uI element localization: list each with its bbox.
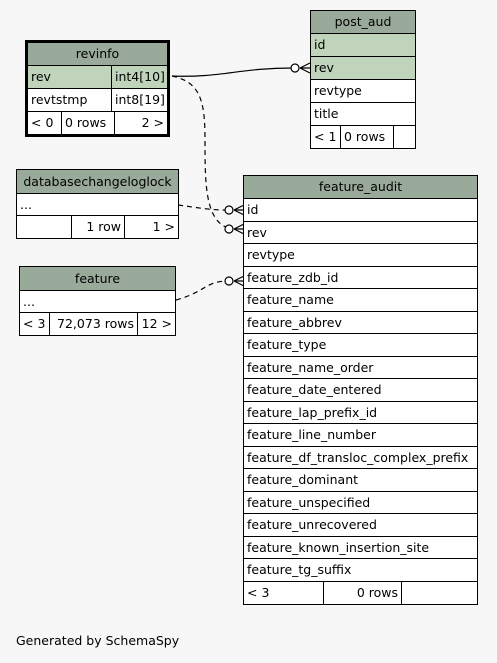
table-footer: 1 row 1 > <box>17 216 178 238</box>
column-row-revtstmp[interactable]: revtstmp int8[19] <box>28 89 167 112</box>
rel-feature-feature-audit <box>175 280 227 301</box>
column-row-id[interactable]: id <box>311 34 415 57</box>
column-row[interactable]: revtype <box>244 244 477 267</box>
table-header: post_aud <box>311 11 415 34</box>
footer-parents <box>17 216 72 238</box>
footer-parents: < 0 <box>28 112 62 134</box>
table-header: feature <box>20 267 175 291</box>
column-row[interactable]: feature_type <box>244 334 477 357</box>
table-header: databasechangeloglock <box>17 170 178 194</box>
column-row[interactable]: feature_dominant <box>244 469 477 492</box>
table-databasechangeloglock[interactable]: databasechangeloglock ... 1 row 1 > <box>16 169 179 239</box>
footer-children: 1 > <box>152 219 175 234</box>
footer-rows: 0 rows <box>324 581 402 604</box>
column-row[interactable]: feature_lap_prefix_id <box>244 402 477 424</box>
column-row[interactable]: feature_line_number <box>244 424 477 447</box>
rel-revinfo-post-aud <box>171 67 293 77</box>
column-type: int8[19] <box>115 92 165 107</box>
footer-children: 2 > <box>141 115 164 130</box>
column-row-ellipsis[interactable]: ... <box>20 291 175 313</box>
generated-by-caption: Generated by SchemaSpy <box>16 633 180 648</box>
table-footer: < 3 0 rows <box>244 581 477 604</box>
table-header: revinfo <box>28 43 167 66</box>
table-header: feature_audit <box>244 176 477 199</box>
table-footer: < 0 0 rows 2 > <box>28 112 167 134</box>
column-row[interactable]: feature_df_transloc_complex_prefix <box>244 447 477 469</box>
column-name: rev <box>28 66 112 88</box>
column-row-title[interactable]: title <box>311 103 415 126</box>
column-row[interactable]: feature_date_entered <box>244 379 477 402</box>
column-type: int4[10] <box>115 69 165 84</box>
table-post-aud[interactable]: post_aud id rev revtype title < 1 0 rows <box>310 10 416 149</box>
column-row[interactable]: feature_unspecified <box>244 492 477 514</box>
footer-rows: 72,073 rows <box>50 313 138 335</box>
footer-children: 12 > <box>141 316 172 331</box>
column-row[interactable]: feature_tg_suffix <box>244 559 477 582</box>
column-row[interactable]: id <box>244 199 477 222</box>
footer-parents: < 3 <box>20 313 50 335</box>
table-footer: < 3 72,073 rows 12 > <box>20 313 175 335</box>
crowfoot-post-aud <box>290 62 311 74</box>
crowfoot-feature-audit-rev <box>224 223 245 235</box>
column-row[interactable]: feature_name <box>244 289 477 312</box>
footer-parents: < 1 <box>311 126 341 148</box>
table-footer: < 1 0 rows <box>311 126 415 148</box>
column-row[interactable]: feature_known_insertion_site <box>244 537 477 559</box>
table-feature[interactable]: feature ... < 3 72,073 rows 12 > <box>19 266 176 336</box>
column-row[interactable]: feature_zdb_id <box>244 267 477 289</box>
rel-changeloglock-feature-audit <box>177 204 227 211</box>
table-revinfo[interactable]: revinfo rev int4[10] revtstmp int8[19] <… <box>25 40 170 137</box>
column-row[interactable]: feature_unrecovered <box>244 514 477 537</box>
column-row-rev[interactable]: rev int4[10] <box>28 66 167 89</box>
footer-rows: 1 row <box>72 216 125 238</box>
crowfoot-feature-audit-id <box>224 204 245 216</box>
column-row[interactable]: rev <box>244 222 477 244</box>
footer-rows: 0 rows <box>341 126 394 148</box>
column-row[interactable]: feature_abbrev <box>244 312 477 334</box>
crowfoot-feature-audit-zdb <box>224 275 245 287</box>
footer-rows: 0 rows <box>62 112 115 134</box>
column-row-rev[interactable]: rev <box>311 57 415 80</box>
footer-children <box>394 126 415 148</box>
column-row-ellipsis[interactable]: ... <box>17 194 178 216</box>
column-name: revtstmp <box>28 89 112 111</box>
column-row[interactable]: feature_name_order <box>244 357 477 379</box>
rel-revinfo-feature-audit <box>171 75 233 230</box>
footer-parents: < 3 <box>244 581 324 604</box>
footer-children <box>402 582 477 604</box>
column-row-revtype[interactable]: revtype <box>311 80 415 103</box>
